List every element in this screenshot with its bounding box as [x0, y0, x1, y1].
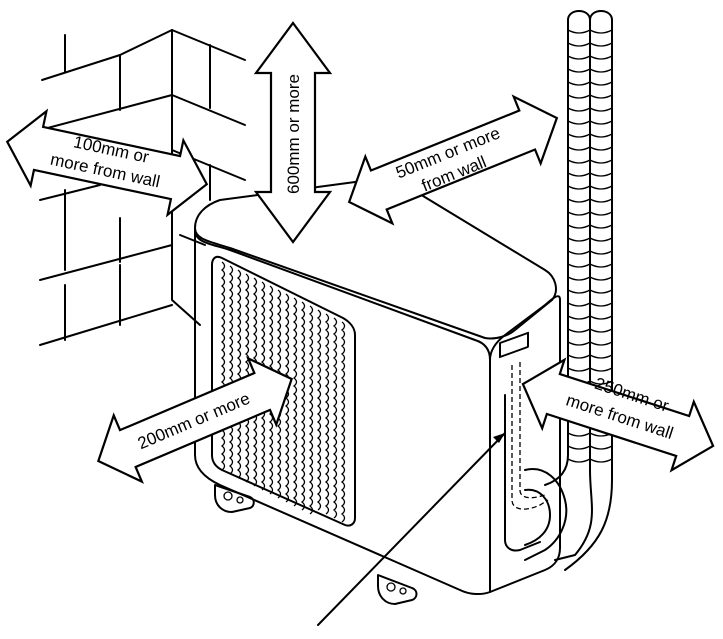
pipe-insulation-ring: [589, 185, 613, 190]
fan-grille-line: [340, 321, 346, 523]
pipe-insulation-ring: [567, 146, 591, 151]
pipe-insulation-ring: [589, 29, 613, 34]
pipe-insulation-ring: [567, 367, 591, 372]
pipe-insulation-ring: [567, 120, 591, 125]
fan-grille-line: [316, 309, 322, 511]
fan-grille-line: [292, 297, 298, 507]
pipe-insulation-ring: [589, 315, 613, 320]
pipe-insulation-ring: [567, 159, 591, 164]
pipe-insulation-ring: [589, 211, 613, 216]
pipe-insulation-ring: [567, 68, 591, 73]
pipe-insulation-ring: [589, 458, 613, 463]
pipe-insulation-ring: [589, 55, 613, 60]
arrow-left-wall-clearance: 100mm or more from wall: [5, 108, 209, 218]
pipe-insulation-ring: [567, 432, 591, 437]
pipe-insulation-ring: [567, 198, 591, 203]
pipe-insulation-ring: [567, 107, 591, 112]
pipe-insulation-ring: [567, 42, 591, 47]
pipe-insulation-ring: [589, 42, 613, 47]
pipe-insulation-ring: [589, 159, 613, 164]
pipe-insulation-ring: [589, 289, 613, 294]
pipe-insulation-ring: [589, 445, 613, 450]
pipe-insulation-ring: [567, 185, 591, 190]
pipe-insulation-ring: [589, 341, 613, 346]
arrow-top-clearance: 600mm or more: [253, 21, 333, 244]
pipe-insulation-ring: [567, 276, 591, 281]
pipe-insulation-ring: [567, 445, 591, 450]
pipe-insulation-ring: [589, 81, 613, 86]
pipe-insulation-ring: [567, 94, 591, 99]
pipe-insulation-ring: [589, 224, 613, 229]
pipe-insulation-ring: [589, 94, 613, 99]
pipe-insulation-ring: [589, 302, 613, 307]
pipe-insulation-ring: [567, 302, 591, 307]
pipe-insulation-ring: [589, 107, 613, 112]
arrow-right-wall-clearance: 250mm or more from wall: [521, 357, 715, 473]
pipe-insulation-ring: [567, 237, 591, 242]
label-top-clearance: 600mm or more: [284, 74, 303, 194]
pipe-insulation-ring: [567, 354, 591, 359]
pipe-insulation-ring: [567, 29, 591, 34]
fan-grille-line: [332, 317, 338, 519]
pipe-insulation-ring: [589, 263, 613, 268]
pipe-insulation-ring: [567, 328, 591, 333]
pipe-insulation-ring: [589, 354, 613, 359]
pipe-insulation-ring: [589, 172, 613, 177]
fan-grille-line: [236, 269, 242, 479]
refrigerant-pipes: [524, 10, 613, 571]
pipe-insulation-ring: [567, 315, 591, 320]
pipe-insulation-ring: [567, 172, 591, 177]
pipe-insulation-ring: [567, 250, 591, 255]
fan-grille-line: [220, 261, 226, 471]
fan-grille-line: [308, 305, 314, 515]
arrow-rear-wall-clearance: 50mm or more from wall: [347, 94, 559, 226]
pipe-insulation-ring: [589, 367, 613, 372]
pipe-insulation-ring: [567, 458, 591, 463]
pipe-insulation-ring: [589, 250, 613, 255]
pipe-insulation-ring: [589, 146, 613, 151]
fan-grille-line: [324, 313, 330, 515]
pipe-insulation-ring: [589, 120, 613, 125]
fan-grille-line: [228, 265, 234, 475]
pipe-insulation-ring: [567, 224, 591, 229]
pipe-insulation-ring: [567, 81, 591, 86]
pipe-insulation-ring: [567, 133, 591, 138]
pipe-insulation-ring: [567, 211, 591, 216]
pipe-insulation-ring: [567, 263, 591, 268]
pipe-insulation-ring: [589, 68, 613, 73]
pipe-insulation-ring: [567, 55, 591, 60]
pointer-line: [317, 432, 506, 626]
outdoor-unit: [194, 177, 561, 605]
pipe-insulation-ring: [567, 341, 591, 346]
fan-grille-line: [300, 301, 306, 511]
pipe-insulation-ring: [589, 276, 613, 281]
pipe-insulation-ring: [589, 198, 613, 203]
pipe-insulation-ring: [589, 133, 613, 138]
pipe-insulation-ring: [589, 328, 613, 333]
pipe-insulation-ring: [567, 289, 591, 294]
pipe-insulation-ring: [589, 380, 613, 385]
brick-wall: [39, 29, 246, 346]
pipe-insulation-ring: [589, 237, 613, 242]
